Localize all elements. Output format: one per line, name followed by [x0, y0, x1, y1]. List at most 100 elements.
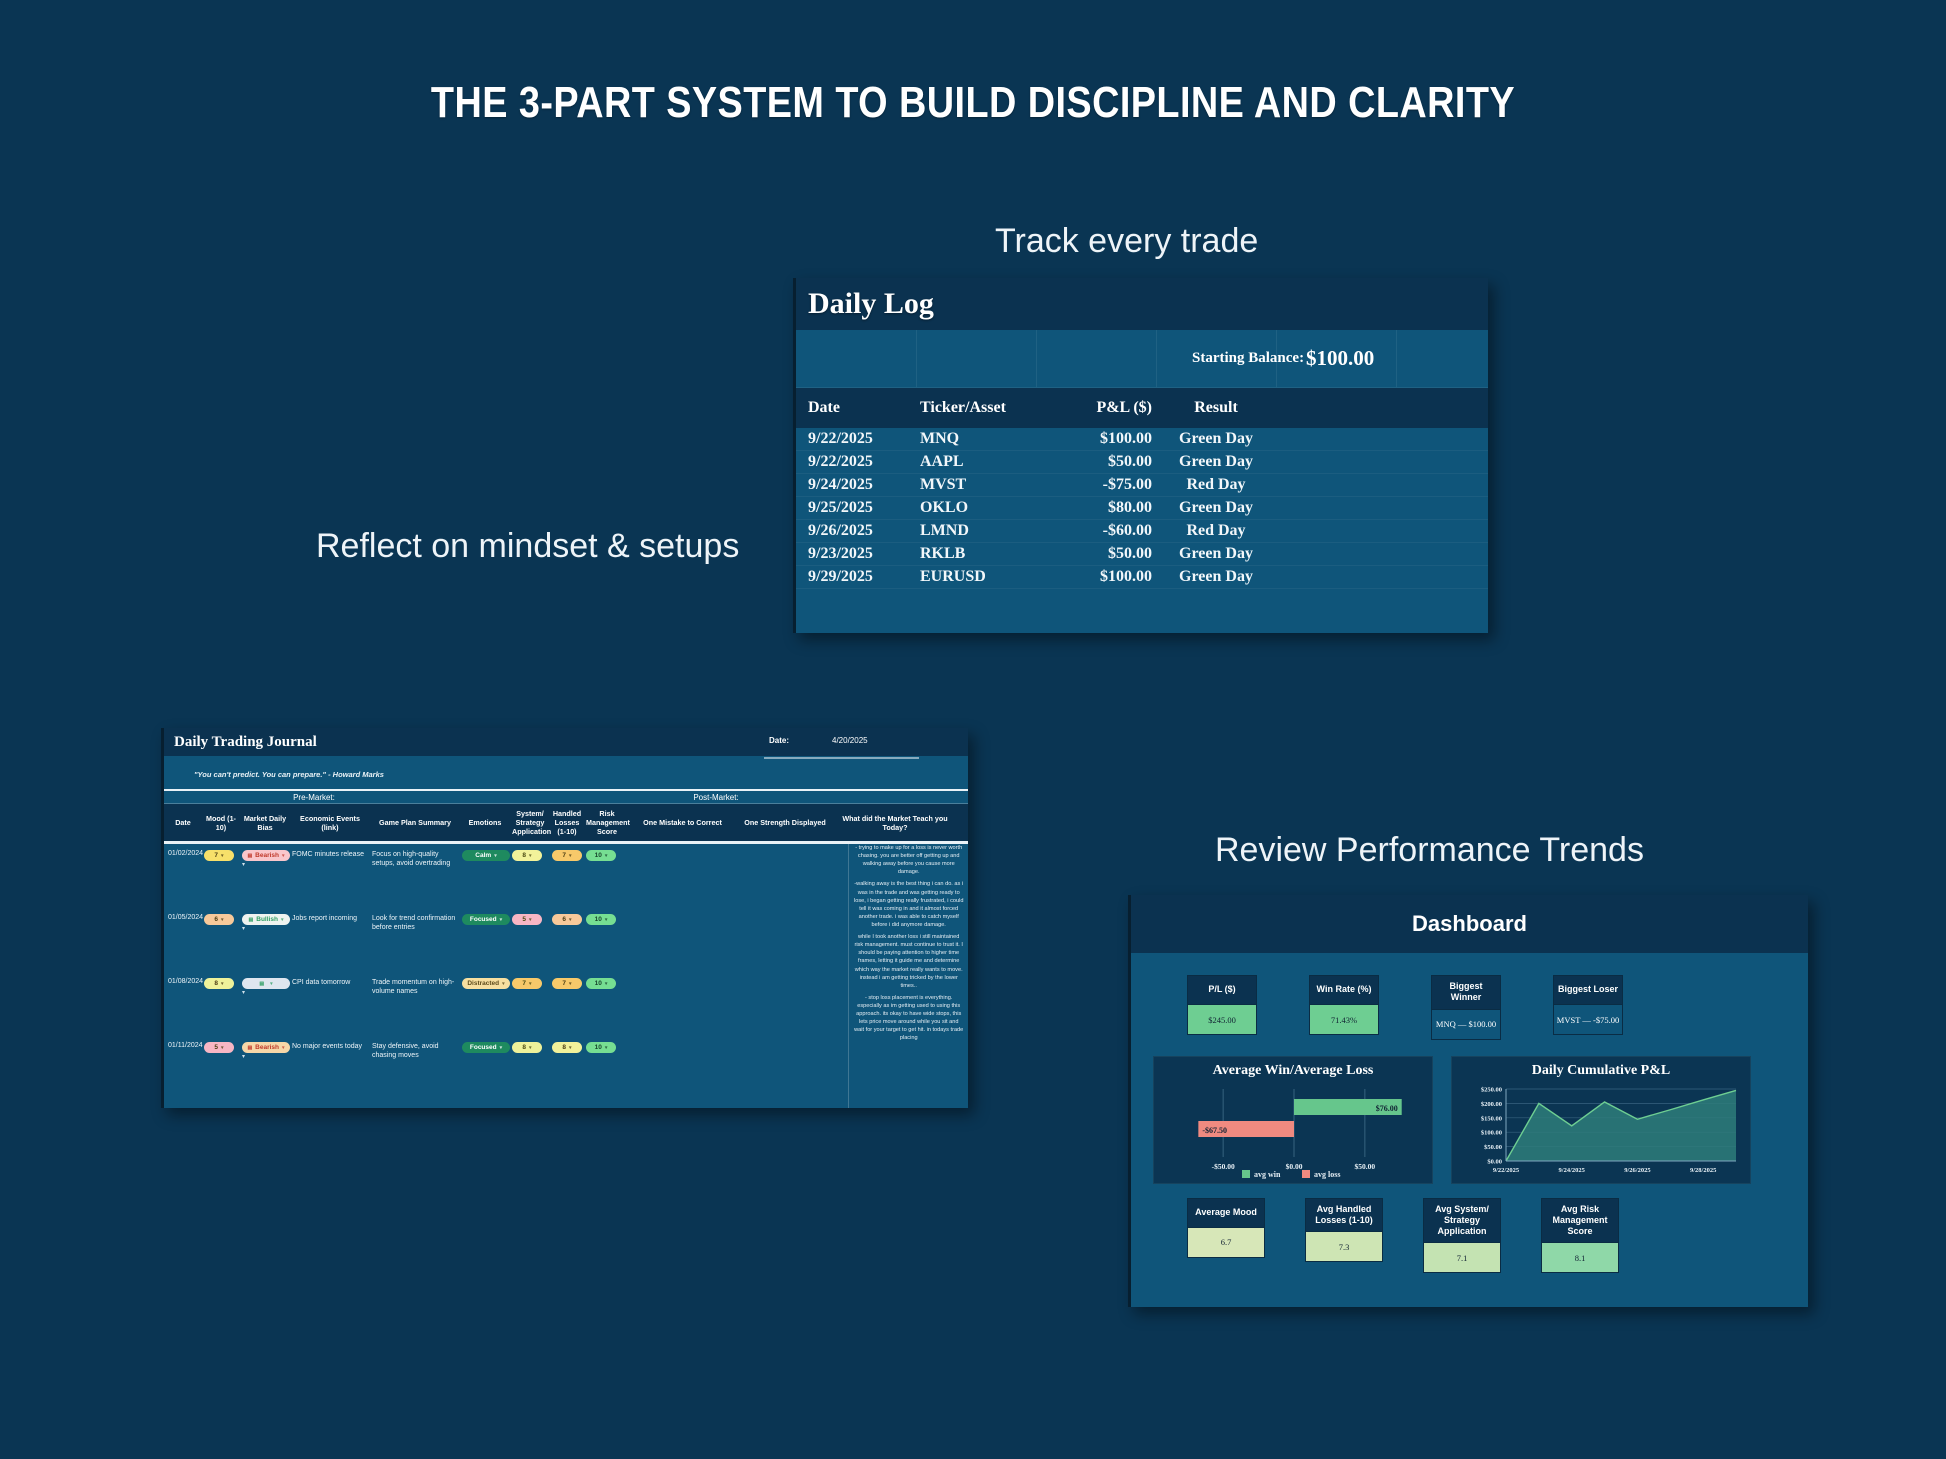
journal-date-label: Date: — [769, 736, 790, 745]
chevron-down-icon: ▾ — [529, 916, 532, 923]
pill-label: Focused — [469, 916, 497, 923]
pill[interactable]: 6▾ — [552, 914, 582, 925]
pill[interactable]: Distracted▾ — [462, 978, 510, 989]
pill-chart-down-icon[interactable]: ▤Bearish▾ — [242, 850, 290, 861]
svg-text:$250.00: $250.00 — [1481, 1086, 1502, 1093]
journal-titlebar: Daily Trading Journal Date: 4/20/2025 — [164, 728, 968, 759]
pill[interactable]: 8▾ — [512, 850, 542, 861]
pill-label: 7 — [562, 980, 567, 987]
kpi-label: Biggest Winner — [1431, 975, 1501, 1010]
chevron-down-icon: ▾ — [569, 852, 572, 859]
pill[interactable]: 10▾ — [586, 914, 616, 925]
chevron-down-icon: ▾ — [502, 980, 505, 987]
pill[interactable]: 10▾ — [586, 850, 616, 861]
chevron-down-icon: ▾ — [569, 916, 572, 923]
kpi-card-top-0: P/L ($)$245.00 — [1187, 975, 1257, 1040]
chevron-down-icon: ▾ — [242, 862, 246, 868]
cell-ticker: OKLO — [920, 499, 969, 516]
cell-mood: 6▾ — [202, 914, 240, 925]
cell-handled: 7▾ — [550, 978, 584, 989]
pill[interactable]: 8▾ — [552, 1042, 582, 1053]
svg-text:$50.00: $50.00 — [1355, 1162, 1376, 1171]
daily-trading-journal-panel: Daily Trading Journal Date: 4/20/2025 "Y… — [161, 728, 968, 1108]
cell-econ: FOMC minutes release — [292, 851, 364, 858]
chevron-down-icon: ▾ — [242, 1054, 246, 1060]
pill-label: Distracted — [467, 980, 500, 987]
svg-text:$200.00: $200.00 — [1481, 1100, 1502, 1107]
pill-chart-up-icon[interactable]: ▤Bullish▾ — [242, 914, 290, 925]
pill[interactable]: 5▾ — [512, 914, 542, 925]
cell-pnl: $50.00 — [1108, 453, 1152, 470]
svg-text:$0.00: $0.00 — [1286, 1162, 1303, 1171]
pill[interactable]: 7▾ — [552, 978, 582, 989]
pill-label: 6 — [214, 916, 219, 923]
group-label-pre-market: Pre-Market: — [293, 792, 335, 802]
chevron-down-icon: ▾ — [280, 916, 284, 923]
chevron-down-icon: ▾ — [242, 926, 246, 932]
pill[interactable]: Focused▾ — [462, 1042, 510, 1053]
column-header-mood: Mood (1-10) — [206, 813, 236, 832]
teach-note: - stop loss placement is everything. esp… — [854, 994, 964, 1042]
pill[interactable]: 10▾ — [586, 1042, 616, 1053]
cell-mood: 8▾ — [202, 978, 240, 989]
pill[interactable]: 5▾ — [204, 1042, 234, 1053]
cell-mood: 7▾ — [202, 850, 240, 861]
kpi-value: $245.00 — [1187, 1005, 1257, 1035]
pill[interactable]: Focused▾ — [462, 914, 510, 925]
pill-chart-icon[interactable]: ▤▾ — [242, 978, 290, 989]
cell-ticker: MVST — [920, 476, 967, 493]
pill[interactable]: 7▾ — [552, 850, 582, 861]
svg-text:$76.00: $76.00 — [1376, 1104, 1398, 1113]
cell-econ: CPI data tomorrow — [292, 979, 351, 986]
chart-up-icon: ▤ — [248, 916, 254, 923]
cell-result: Green Day — [1179, 430, 1253, 447]
chevron-down-icon: ▾ — [499, 1044, 503, 1051]
kpi-label: Biggest Loser — [1553, 975, 1623, 1005]
cell-handled: 7▾ — [550, 850, 584, 861]
column-header-teach: What did the Market Teach you Today? — [842, 813, 948, 832]
chevron-down-icon: ▾ — [221, 980, 224, 987]
cell-date: 9/22/2025 — [808, 453, 873, 470]
pill[interactable]: 8▾ — [512, 1042, 542, 1053]
pill[interactable]: 7▾ — [204, 850, 234, 861]
kpi-card-bottom-1: Avg Handled Losses (1-10)7.3 — [1305, 1197, 1383, 1274]
chevron-down-icon: ▾ — [569, 980, 572, 987]
cell-handled: 8▾ — [550, 1042, 584, 1053]
cell-plan: Trade momentum on high-volume names — [372, 979, 455, 996]
column-header-emotions: Emotions — [468, 818, 502, 827]
cell-mood: 5▾ — [202, 1042, 240, 1053]
chart-title-avg-win-loss: Average Win/Average Loss — [1212, 1062, 1374, 1078]
cell-econ: No major events today — [292, 1043, 363, 1050]
dashboard-titlebar: Dashboard — [1131, 895, 1808, 953]
column-header-system: System/ Strategy Application — [512, 809, 552, 836]
pill[interactable]: 6▾ — [204, 914, 234, 925]
pill[interactable]: 8▾ — [204, 978, 234, 989]
cell-date: 01/11/2024 — [168, 1042, 203, 1049]
chevron-down-icon: ▾ — [529, 1044, 532, 1051]
journal-date-value[interactable]: 4/20/2025 — [832, 736, 868, 745]
cell-ticker: LMND — [920, 522, 969, 539]
cell-date: 01/08/2024 — [168, 978, 204, 985]
cell-result: Green Day — [1179, 545, 1253, 562]
pill-chart-down-icon[interactable]: ▤Bearish▾ — [242, 1042, 290, 1053]
kpi-value: 71.43% — [1309, 1005, 1379, 1035]
pill[interactable]: 10▾ — [586, 978, 616, 989]
pill[interactable]: 7▾ — [512, 978, 542, 989]
dashboard-charts: Average Win/Average Loss $76.00-$67.50-$… — [1131, 1040, 1808, 1184]
column-header-date: Date — [808, 399, 840, 416]
pill[interactable]: Calm▾ — [462, 850, 510, 861]
